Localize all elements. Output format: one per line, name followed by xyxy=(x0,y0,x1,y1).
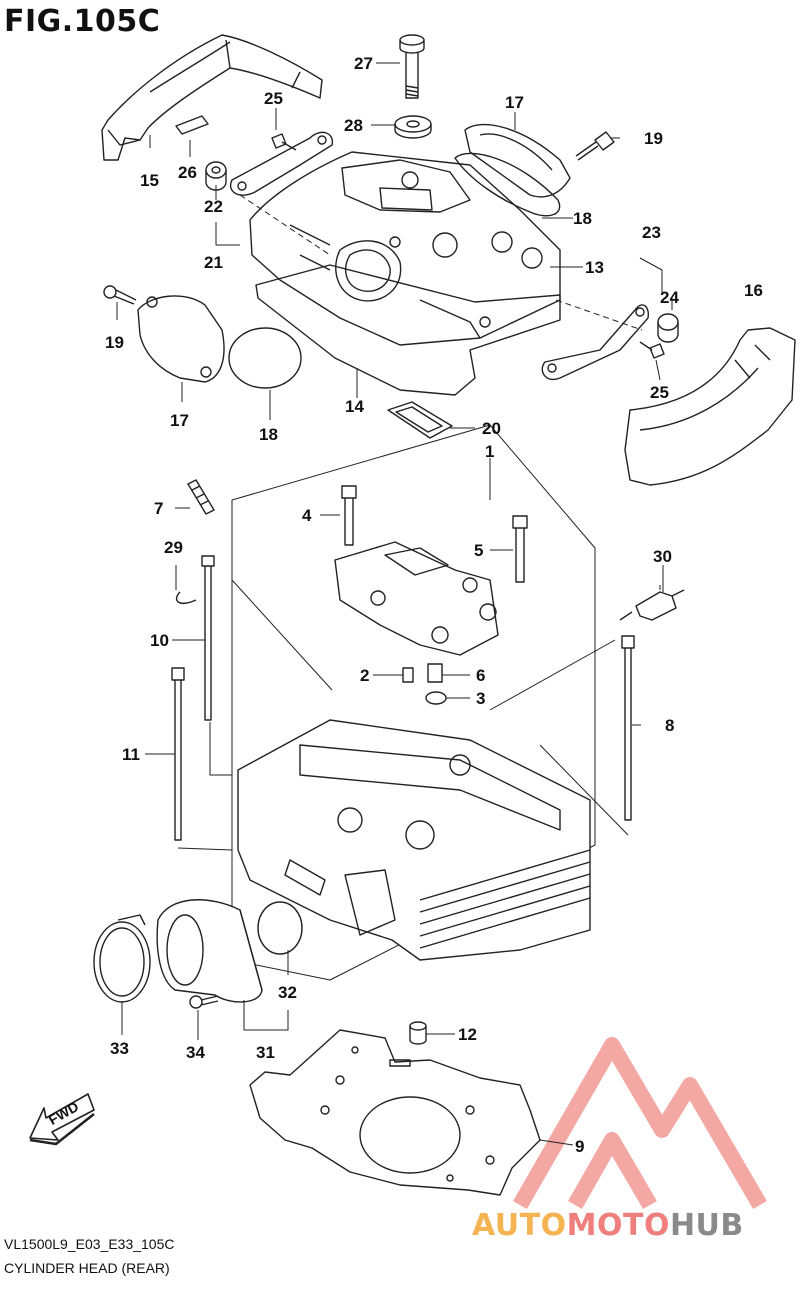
watermark-hub: HUB xyxy=(669,1208,744,1243)
part-11-bolt xyxy=(171,667,185,841)
callout-24: 24 xyxy=(660,288,679,307)
callout-12: 12 xyxy=(458,1025,477,1044)
part-12-dowel xyxy=(409,1021,427,1045)
callout-32: 32 xyxy=(278,983,297,1002)
part-32-oring xyxy=(257,901,303,955)
callout-3: 3 xyxy=(476,689,485,708)
callout-28: 28 xyxy=(344,116,363,135)
part-19-bolt-top xyxy=(575,131,615,161)
part-34-screw xyxy=(189,995,219,1009)
part-33-clamp xyxy=(93,914,151,1003)
part-4-bolt xyxy=(341,485,357,546)
watermark-text: AUTOMOTOHUB xyxy=(472,1208,744,1243)
callout-4: 4 xyxy=(302,506,312,525)
part-5-bolt xyxy=(512,515,528,583)
callout-34: 34 xyxy=(186,1043,205,1062)
part-18-oring-top xyxy=(454,152,561,217)
callout-6: 6 xyxy=(476,666,485,685)
part-3-oring xyxy=(425,691,447,705)
callout-30: 30 xyxy=(653,547,672,566)
callout-17-top: 17 xyxy=(505,93,524,112)
callout-33: 33 xyxy=(110,1039,129,1058)
part-24-grommet xyxy=(657,313,679,343)
part-20-gasket xyxy=(387,401,453,439)
part-31-intake-pipe xyxy=(156,899,263,1003)
part-1-cam-holder xyxy=(334,541,499,656)
callout-11: 11 xyxy=(122,745,140,764)
fwd-arrow-icon xyxy=(29,1093,95,1146)
callout-22: 22 xyxy=(204,197,223,216)
part-21-bracket xyxy=(229,131,334,196)
part-6-dowel xyxy=(427,663,443,683)
part-1-cylinder-head xyxy=(237,719,591,961)
callout-21: 21 xyxy=(204,253,223,272)
part-16-cover xyxy=(624,327,796,486)
callout-8: 8 xyxy=(665,716,674,735)
callout-23: 23 xyxy=(642,223,661,242)
callout-27: 27 xyxy=(354,54,373,73)
callout-18-left: 18 xyxy=(259,425,278,444)
callout-26: 26 xyxy=(178,163,197,182)
watermark-triangle-icon xyxy=(513,1037,767,1210)
part-18-oring-left xyxy=(228,327,302,389)
part-23-bracket xyxy=(541,304,650,381)
part-15-cover xyxy=(101,34,323,161)
part-25-bolt-right xyxy=(639,341,665,359)
callout-7: 7 xyxy=(154,499,163,518)
part-25-bolt-upper xyxy=(271,133,297,151)
callout-29: 29 xyxy=(164,538,183,557)
callout-1: 1 xyxy=(485,442,494,461)
part-17-cap-top xyxy=(464,123,571,198)
part-8-bolt xyxy=(621,635,635,821)
figure-title: FIG.105C xyxy=(4,4,161,39)
watermark-auto: AUTO xyxy=(472,1208,567,1243)
callout-19-top: 19 xyxy=(644,129,663,148)
callout-20: 20 xyxy=(482,419,501,438)
part-19-bolt-left xyxy=(103,285,137,305)
callout-2: 2 xyxy=(360,666,369,685)
figure-code: VL1500L9_E03_E33_105C xyxy=(4,1236,175,1252)
callout-10: 10 xyxy=(150,631,169,650)
part-30-spark-plug xyxy=(619,589,685,621)
part-10-bolt xyxy=(201,555,215,721)
callout-19-left: 19 xyxy=(105,333,124,352)
part-26-pad xyxy=(175,115,209,135)
callout-25-top: 25 xyxy=(264,89,283,108)
callout-25-right: 25 xyxy=(650,383,669,402)
callout-15: 15 xyxy=(140,171,159,190)
callout-5: 5 xyxy=(474,541,483,560)
callout-13: 13 xyxy=(585,258,604,277)
part-17-cap-left xyxy=(137,295,225,383)
part-27-bolt xyxy=(399,34,425,99)
callout-9: 9 xyxy=(575,1137,584,1156)
callout-14: 14 xyxy=(345,397,364,416)
part-28-washer xyxy=(394,115,432,139)
part-7-guide xyxy=(187,479,215,515)
watermark-moto: MOTO xyxy=(566,1208,670,1243)
figure-caption: CYLINDER HEAD (REAR) xyxy=(4,1260,170,1276)
part-2-dowel xyxy=(402,667,414,683)
callout-17-left: 17 xyxy=(170,411,189,430)
part-13-head-cover xyxy=(249,151,561,346)
part-14-gasket xyxy=(255,264,561,396)
part-9-head-gasket xyxy=(249,1029,541,1196)
callout-31: 31 xyxy=(256,1043,275,1062)
part-29-clip xyxy=(175,591,197,604)
callout-18-top: 18 xyxy=(573,209,592,228)
callout-16: 16 xyxy=(744,281,763,300)
